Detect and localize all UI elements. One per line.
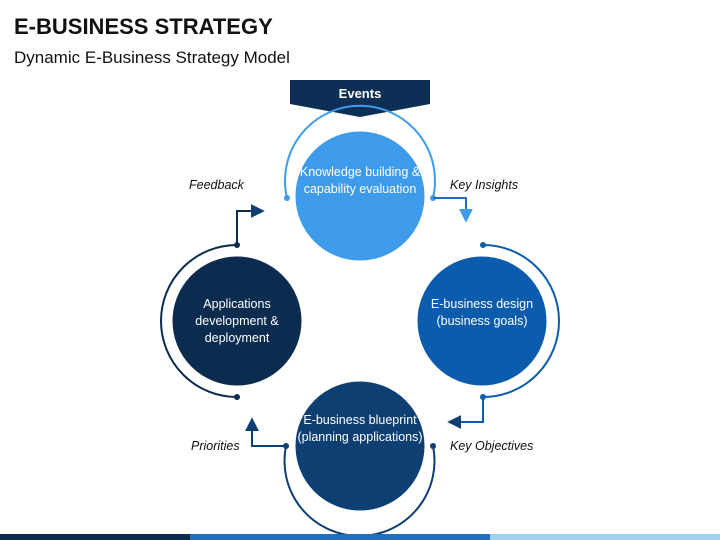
right-circle <box>414 253 550 389</box>
left-circle <box>169 253 305 389</box>
footer-bar-segment <box>0 534 190 540</box>
page-subtitle: Dynamic E-Business Strategy Model <box>14 48 290 67</box>
top-circle <box>292 128 428 264</box>
left-circle-label: Applications development & deployment <box>195 297 279 345</box>
events-banner <box>290 80 430 117</box>
page-title: E-BUSINESS STRATEGY <box>14 14 273 39</box>
key-insights-label: Key Insights <box>450 178 519 192</box>
footer-bar-segment <box>490 534 720 540</box>
priorities-arrow <box>245 417 286 447</box>
footer-bar <box>0 534 720 540</box>
top-circle-arc <box>284 104 436 199</box>
key-objectives-label: Key Objectives <box>450 439 534 453</box>
arc-dot <box>430 443 436 449</box>
events-label: Events <box>338 86 382 101</box>
feedback-arrow <box>236 204 265 245</box>
right-circle-label: E-business design (business goals) <box>430 297 534 328</box>
bottom-circle-label: E-business blueprint (planning applicati… <box>297 413 423 444</box>
priorities-label: Priorities <box>191 439 240 453</box>
key-insights-arrow <box>433 197 473 223</box>
feedback-label: Feedback <box>189 178 244 192</box>
arc-dot <box>480 242 486 248</box>
footer-bar-segment <box>190 534 490 540</box>
top-circle-label: Knowledge building & capability evaluati… <box>299 165 421 196</box>
arc-dot <box>234 394 240 400</box>
key-objectives-arrow <box>447 397 484 429</box>
right-circle-arc <box>482 244 560 398</box>
arc-dot <box>284 195 290 201</box>
left-circle-arc <box>160 244 238 398</box>
bottom-circle <box>292 378 428 514</box>
